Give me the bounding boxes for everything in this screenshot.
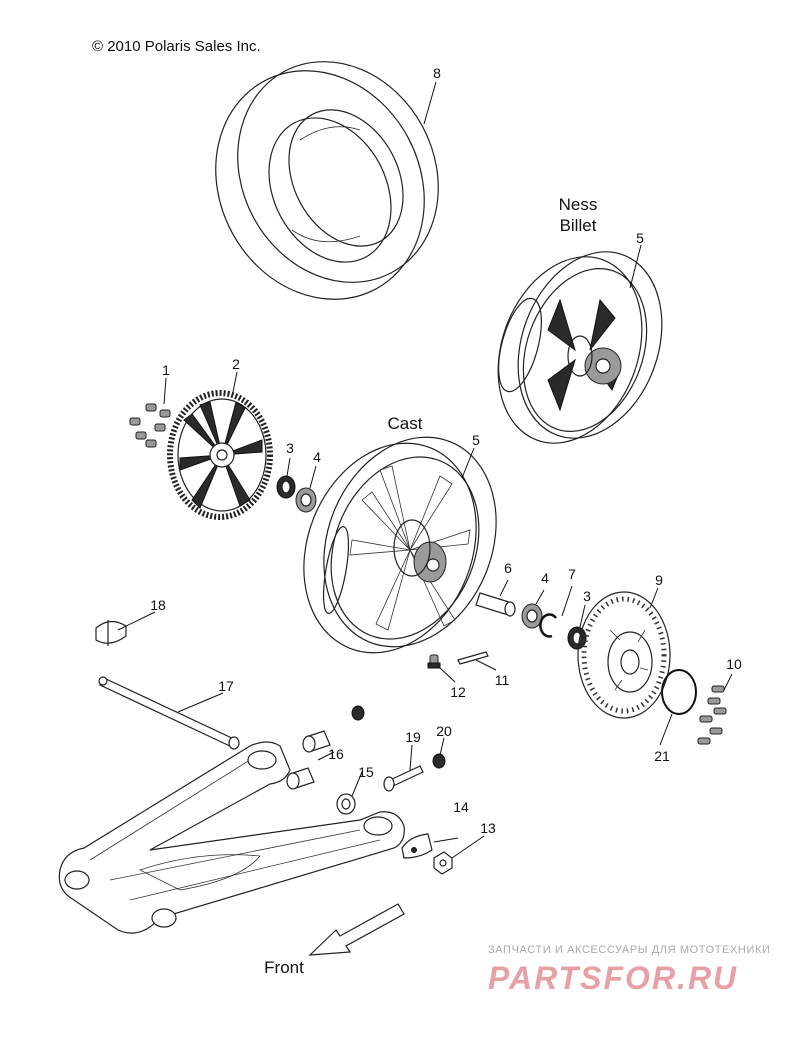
callout-5-cast: 5	[472, 432, 480, 448]
hub-spacer-part-6	[475, 592, 516, 617]
bushing-part-16-lower	[286, 767, 315, 790]
bearing-part-4-left	[295, 487, 317, 513]
cast-wheel-part-5	[303, 436, 497, 654]
axle-part-17	[98, 676, 240, 750]
axle-nut-part-13	[433, 851, 453, 875]
callout-3-left: 3	[286, 440, 294, 456]
callout-20: 20	[436, 723, 452, 739]
clip-part-11	[457, 651, 489, 665]
bushing-part-16-upper	[302, 730, 331, 753]
caption-billet: Billet	[559, 216, 597, 235]
callout-9: 9	[655, 572, 663, 588]
caption-ness: Ness	[558, 195, 598, 214]
chain-guide-part-18	[95, 620, 127, 646]
spacer-part-3-left	[276, 475, 296, 499]
ness-billet-wheel-part-5	[497, 251, 663, 444]
nut-upper	[351, 705, 365, 721]
copyright-notice: © 2010 Polaris Sales Inc.	[92, 38, 261, 55]
callout-4-left: 4	[313, 449, 321, 465]
callout-16: 16	[328, 746, 344, 762]
rotor-ring-part-21	[661, 669, 697, 715]
callout-10: 10	[726, 656, 742, 672]
callout-19: 19	[405, 729, 421, 745]
callout-8: 8	[433, 65, 441, 81]
snap-ring-part-7	[539, 613, 557, 638]
watermark-logo: PARTSFOR.RU	[488, 960, 739, 996]
nut-part-20	[432, 753, 446, 769]
callout-15: 15	[358, 764, 374, 780]
callout-18: 18	[150, 597, 166, 613]
caption-front: Front	[264, 958, 304, 977]
callout-2: 2	[232, 356, 240, 372]
callout-3-right: 3	[583, 588, 591, 604]
sprocket-part-2	[167, 390, 273, 520]
leader-lines	[117, 81, 733, 859]
callout-6: 6	[504, 560, 512, 576]
rotor-bolts-part-10	[697, 685, 727, 745]
callout-21: 21	[654, 748, 670, 764]
brake-rotor-part-9	[577, 591, 671, 719]
caption-cast: Cast	[387, 414, 423, 433]
callout-1: 1	[162, 362, 170, 378]
callout-12: 12	[450, 684, 466, 700]
callout-14: 14	[453, 799, 469, 815]
fitting-part-12	[427, 654, 441, 669]
tire-part-8	[215, 61, 439, 300]
swingarm	[58, 741, 405, 934]
callout-4-right: 4	[541, 570, 549, 586]
adjuster-bolt-part-19	[383, 765, 424, 792]
bushing-part-15	[336, 793, 356, 815]
sprocket-bolts-part-1	[129, 403, 171, 448]
callout-13: 13	[480, 820, 496, 836]
callout-11: 11	[494, 672, 510, 688]
adjuster-plate-part-14	[401, 833, 433, 859]
callout-17: 17	[218, 678, 234, 694]
watermark-tagline: ЗАПЧАСТИ И АКСЕССУАРЫ ДЛЯ МОТОТЕХНИКИ	[488, 944, 771, 956]
front-direction-arrow	[308, 903, 405, 956]
callout-7: 7	[568, 566, 576, 582]
bearing-part-4-right	[521, 603, 543, 629]
callout-5-ness: 5	[636, 230, 644, 246]
